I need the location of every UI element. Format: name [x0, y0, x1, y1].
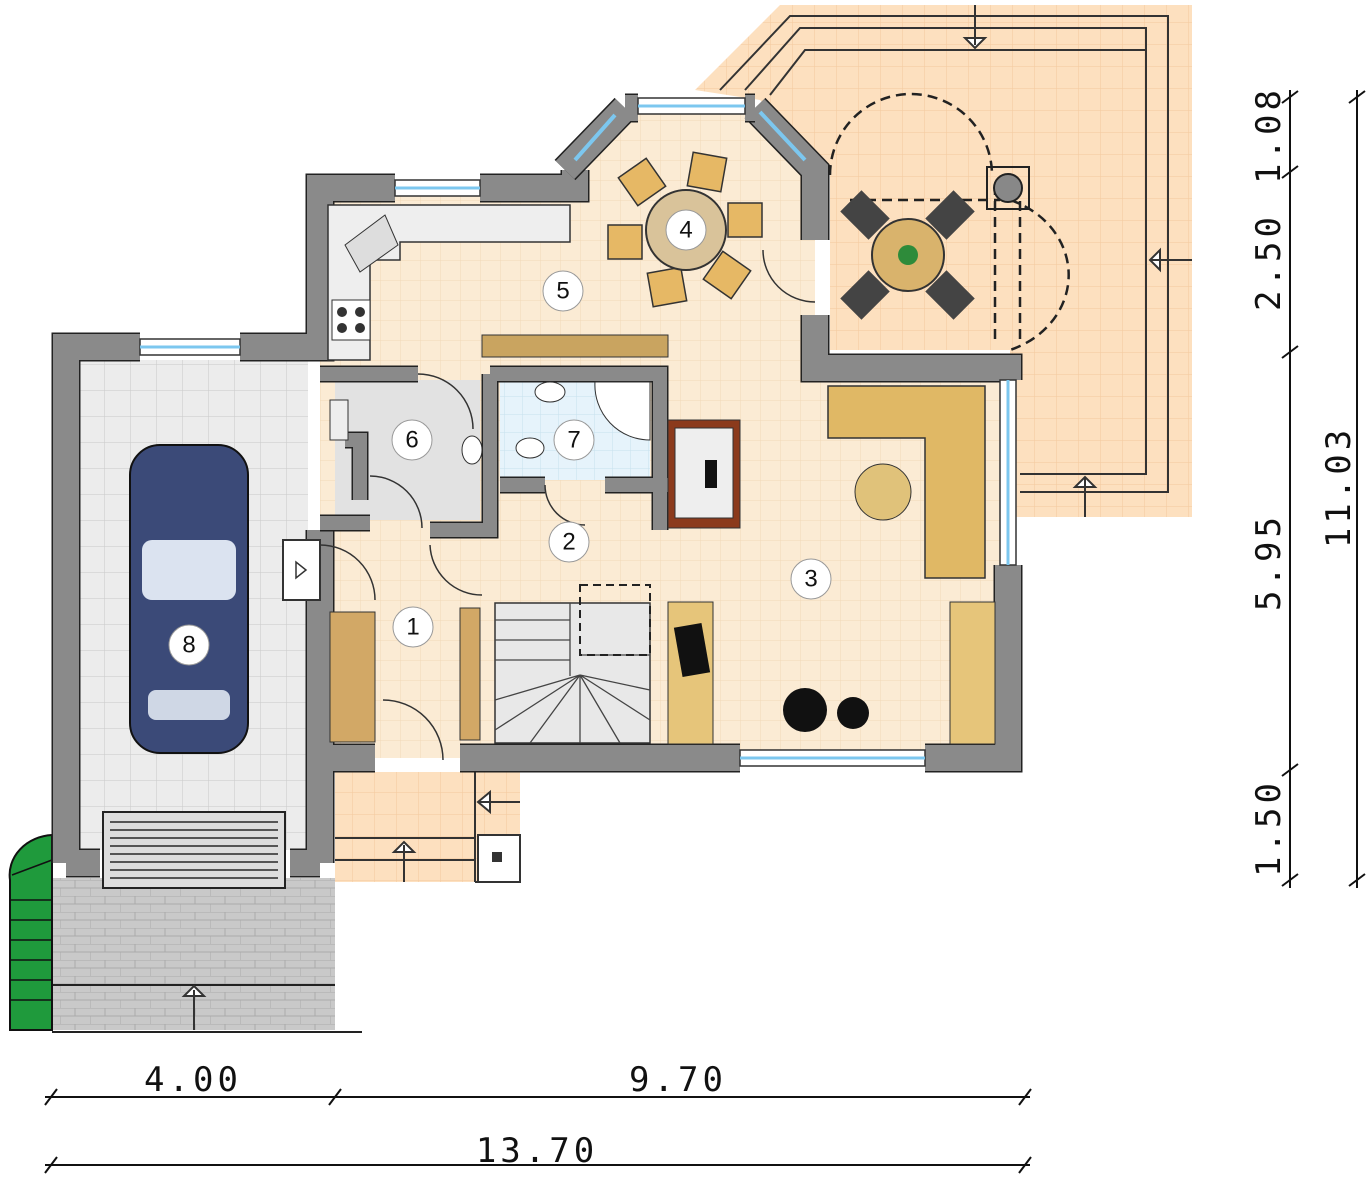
shelf: [459, 607, 481, 741]
room-4-label: 4: [665, 209, 707, 251]
cabinet: [949, 601, 996, 745]
room-1-label: 1: [392, 606, 434, 648]
doors: [319, 249, 816, 761]
dim-13-70: 13.70: [476, 1131, 598, 1171]
dim-5-95: 5.95: [1249, 513, 1289, 611]
fireplace: [667, 419, 741, 529]
wardrobe: [329, 611, 376, 743]
room-7-label: 7: [553, 419, 595, 461]
dim-9-70: 9.70: [629, 1060, 727, 1100]
shower: [594, 381, 651, 441]
svg-text:3: 3: [804, 566, 817, 593]
svg-text:6: 6: [405, 427, 418, 454]
svg-text:5: 5: [556, 278, 569, 305]
entry-arrow-icon: [962, 5, 988, 50]
sink: [461, 435, 483, 465]
dim-11-03: 11.03: [1319, 426, 1359, 548]
tv: [673, 622, 711, 678]
coffee-table: [854, 463, 912, 521]
room-2-label: 2: [548, 521, 590, 563]
svg-text:4: 4: [679, 217, 692, 244]
walls: [51, 93, 1023, 878]
dim-4-00: 4.00: [144, 1060, 242, 1100]
dim-2-50: 2.50: [1249, 213, 1289, 311]
svg-text:8: 8: [182, 632, 195, 659]
room-6-label: 6: [391, 419, 433, 461]
room-3-label: 3: [790, 558, 832, 600]
terrace: [695, 5, 1192, 517]
staircase: [494, 584, 651, 744]
dim-1-08: 1.08: [1249, 86, 1289, 184]
counter: [481, 334, 669, 358]
room-labels: 1 2 3 4 5 6 7 8: [168, 209, 832, 666]
kitchen-counter: [327, 204, 571, 361]
plant-icon: [783, 688, 869, 732]
toilet: [515, 437, 545, 459]
car: [129, 444, 249, 754]
entry-arrow-icon: [1072, 475, 1098, 517]
room-8-label: 8: [168, 624, 210, 666]
svg-text:2: 2: [562, 529, 575, 556]
dim-1-50: 1.50: [1249, 779, 1289, 877]
dimension-lines: 4.00 9.70 13.70 1.08 2.50 5.95 1.50 11.0…: [44, 86, 1366, 1174]
garden-steps: [8, 833, 53, 1031]
toilet: [329, 399, 349, 441]
sink: [534, 381, 566, 403]
room-5-label: 5: [542, 270, 584, 312]
terrace-table: [840, 190, 975, 320]
garage-door: [102, 811, 286, 889]
svg-text:7: 7: [567, 427, 580, 454]
windows: [139, 97, 1017, 767]
column-icon: [993, 173, 1023, 203]
sofa: [827, 385, 986, 579]
svg-text:1: 1: [406, 614, 419, 641]
entry-arrow-icon: [1148, 247, 1192, 273]
